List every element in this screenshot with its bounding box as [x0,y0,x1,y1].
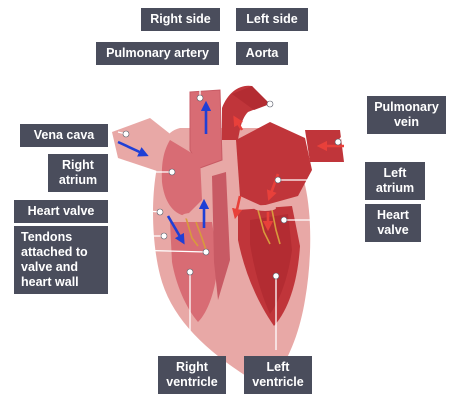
tendons [185,209,281,251]
label-left-atrium-line1: Left [383,166,407,180]
label-pulmonary-vein: Pulmonary vein [367,96,446,134]
label-heart-valve-right-line1: Heart [377,208,409,222]
label-left-ventricle-line1: Left [266,360,290,374]
label-left-side: Left side [236,8,308,31]
label-left-ventricle-line2: ventricle [252,375,304,389]
label-tendons-line1: Tendons [21,230,73,244]
leader-lines [107,67,361,350]
label-left-atrium: Left atrium [365,162,425,200]
label-right-side: Right side [141,8,220,31]
label-pulmonary-vein-line1: Pulmonary [374,100,439,114]
left-ventricle-shade [250,214,292,314]
septum [212,172,230,300]
label-right-atrium-line2: atrium [58,173,98,187]
label-tendons-line4: heart wall [21,275,79,289]
label-aorta-text: Aorta [245,46,279,60]
leader-dots [122,94,342,280]
label-heart-valve-left-text: Heart valve [27,204,95,218]
label-tendons-line3: valve and [21,260,78,274]
label-right-ventricle: Right ventricle [158,356,226,394]
label-left-ventricle: Left ventricle [244,356,312,394]
right-atrium-chamber [161,140,202,216]
label-heart-valve-right: Heart valve [365,204,421,242]
label-pulmonary-artery: Pulmonary artery [96,42,219,65]
label-vena-cava: Vena cava [20,124,108,147]
label-pulmonary-vein-line2: vein [393,115,419,129]
label-tendons-line2: attached to [21,245,88,259]
label-left-atrium-line2: atrium [375,181,415,195]
label-tendons: Tendons attached to valve and heart wall [14,226,108,294]
label-pulmonary-artery-text: Pulmonary artery [106,46,209,60]
label-right-atrium-line1: Right [62,158,94,172]
label-right-ventricle-line2: ventricle [166,375,218,389]
label-right-atrium: Right atrium [48,154,108,192]
label-vena-cava-text: Vena cava [33,128,95,142]
right-ventricle-chamber [170,222,218,322]
label-right-side-text: Right side [150,12,211,26]
aorta-arch [232,86,270,110]
label-heart-valve-left: Heart valve [14,200,108,223]
label-right-ventricle-line1: Right [176,360,208,374]
label-left-side-text: Left side [246,12,298,26]
label-aorta: Aorta [236,42,288,65]
left-atrium-chamber [236,122,312,206]
deoxygenated-flow-arrows [117,100,212,245]
valves [182,205,276,219]
label-heart-valve-right-line2: valve [377,223,409,237]
